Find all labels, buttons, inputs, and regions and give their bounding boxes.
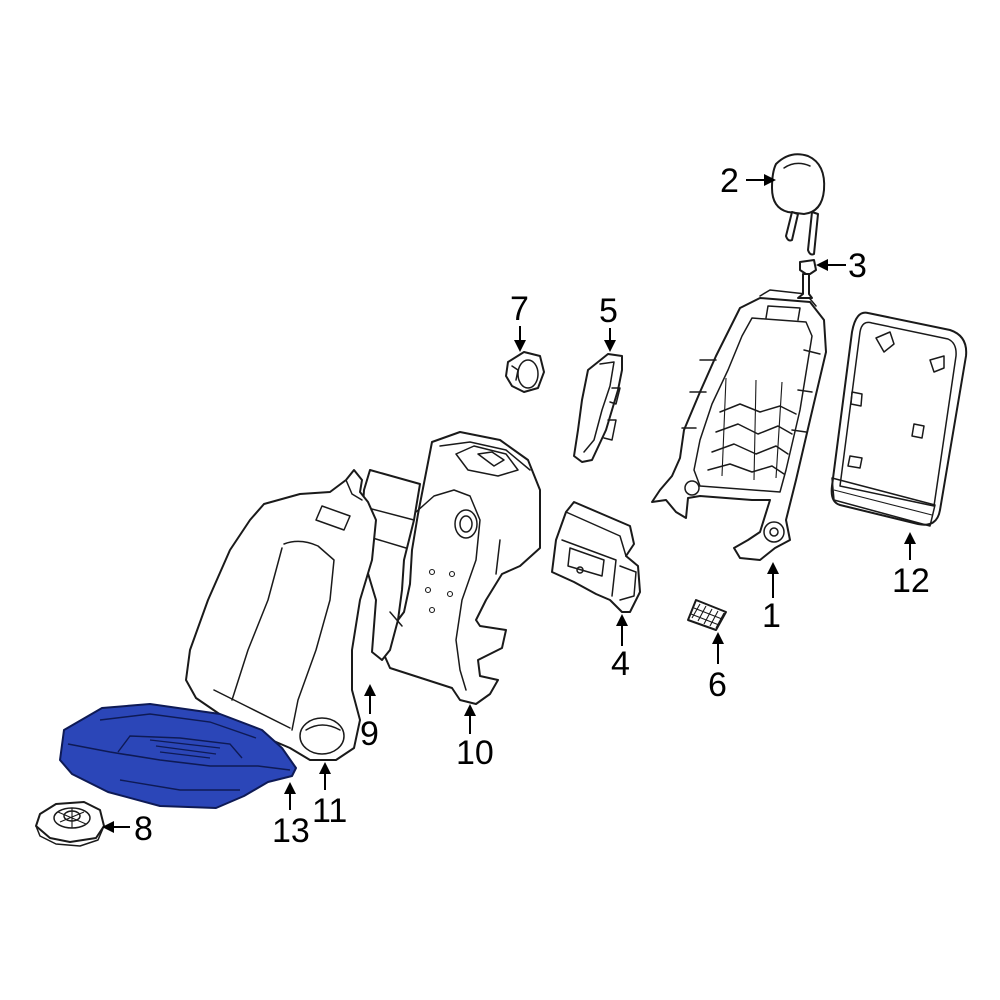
callout-labels: 1 2 3 4 5 6 7 8 9 10 11 12 13 [134,162,930,850]
part-4-bracket[interactable] [551,501,641,613]
callout-4: 4 [611,645,630,683]
callout-5: 5 [599,292,618,330]
part-13-cushion-cover[interactable] [59,703,297,809]
callout-13: 13 [272,812,310,850]
part-11-back-cover[interactable] [185,469,377,761]
part-6-vent-grille[interactable] [687,599,727,631]
callout-8: 8 [134,810,153,848]
part-12-back-panel[interactable] [830,311,968,527]
callout-10: 10 [456,734,494,772]
part-10-back-shell[interactable] [381,431,541,705]
callout-1: 1 [762,597,781,635]
callout-12: 12 [892,562,930,600]
part-5-trim-panel[interactable] [573,353,623,463]
callout-7: 7 [510,290,529,328]
callout-9: 9 [360,715,379,753]
part-1-seatback-frame[interactable] [651,289,827,561]
part-7-trim-clip[interactable] [505,351,545,393]
callout-11: 11 [312,792,347,830]
callout-3: 3 [848,247,867,285]
callout-2: 2 [720,162,739,200]
callout-6: 6 [708,666,727,704]
part-3-headrest-guide[interactable] [797,259,817,299]
leader-lines [102,174,916,833]
part-8-blower[interactable] [35,801,105,847]
part-2-headrest[interactable] [771,153,826,256]
